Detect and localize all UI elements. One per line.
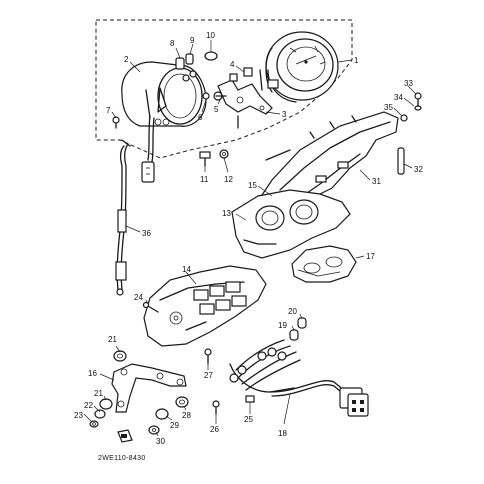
callout-19: 19 [278,321,287,330]
pin-32 [397,147,405,175]
callout-labels: 1 2 3 4 5 6 7 8 9 10 11 12 13 14 15 16 1… [74,31,423,446]
callout-31: 31 [372,177,381,186]
callout-24: 24 [134,293,143,302]
grommet-29 [155,408,169,420]
callout-32: 32 [414,165,423,174]
callout-3: 3 [282,110,287,119]
callout-5: 5 [214,105,219,114]
grommet-stack [89,398,113,428]
callout-22: 22 [84,401,93,410]
callout-15: 15 [248,181,257,190]
callout-27: 27 [204,371,213,380]
callout-13: 13 [222,209,231,218]
meter-lead-wire [141,115,155,183]
screw-26 [212,400,220,415]
callout-28: 28 [182,411,191,420]
callout-8: 8 [170,39,175,48]
nut-35 [400,114,408,122]
callout-11: 11 [200,175,209,184]
callout-29: 29 [170,421,179,430]
callout-4: 4 [230,60,235,69]
callout-10: 10 [206,31,215,40]
meter-gauge [265,31,339,103]
callout-2: 2 [124,55,129,64]
cushion-pad [291,245,357,283]
callout-16: 16 [88,369,97,378]
callout-30: 30 [156,437,165,446]
wire-harness [229,339,369,417]
speedometer-cable [115,139,131,296]
screw-24 [142,301,159,313]
indicator-housing [143,265,267,347]
callout-9: 9 [190,36,195,45]
bulb-20 [297,317,307,329]
callout-33: 33 [404,79,413,88]
callout-23: 23 [74,411,83,420]
bulb-19 [289,329,299,341]
callout-12: 12 [224,175,233,184]
callout-7: 7 [106,106,111,115]
callout-25: 25 [244,415,253,424]
washer-34 [414,105,422,111]
callout-20: 20 [288,307,297,316]
meter-bracket [202,67,273,129]
callout-14: 14 [182,265,191,274]
callout-1: 1 [354,56,359,65]
callout-21-lower: 21 [94,389,103,398]
leader-lines [83,40,417,437]
bolt-11 [199,151,211,167]
callout-17: 17 [366,252,375,261]
callout-18: 18 [278,429,287,438]
bracket-stay [111,363,187,413]
clip-part [117,429,133,443]
washer-30 [148,425,160,435]
callout-6: 6 [198,113,203,122]
screw-7 [112,116,120,129]
callout-35: 35 [384,103,393,112]
callout-21-upper: 21 [108,335,117,344]
clamp-25 [245,395,255,403]
screw-27 [204,348,212,365]
screw-33 [414,92,422,107]
washer-12 [219,149,229,159]
callout-36: 36 [142,229,151,238]
collar-28 [175,396,189,408]
callout-34: 34 [394,93,403,102]
meter-cover [231,189,351,259]
grommet-21-upper [113,350,127,362]
callout-26: 26 [210,425,219,434]
drawing-code: 2WE110-8430 [98,455,146,462]
